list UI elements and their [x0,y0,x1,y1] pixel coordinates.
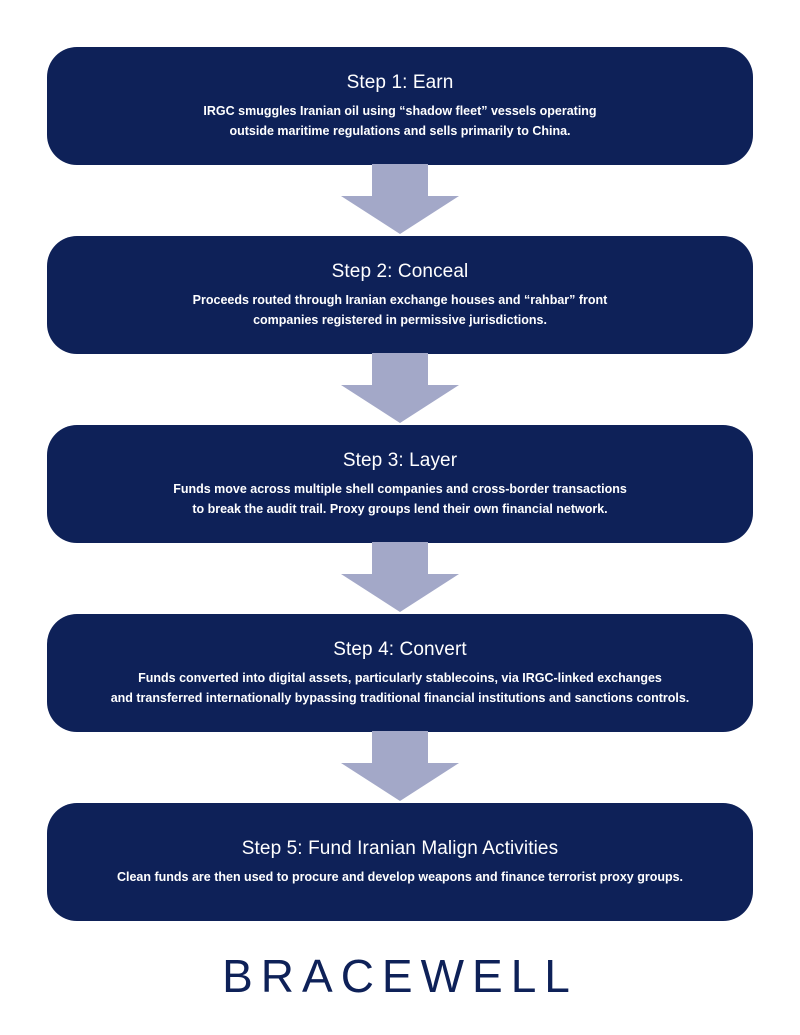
step-1-description: IRGC smuggles Iranian oil using “shadow … [203,104,597,138]
step-1-title: Step 1: Earn [346,72,454,93]
step-1-box: Step 1: Earn IRGC smuggles Iranian oil u… [47,47,753,165]
step-4-box: Step 4: Convert Funds converted into dig… [47,614,753,732]
step-4-description: Funds converted into digital assets, par… [110,671,690,705]
step-5-box: Step 5: Fund Iranian Malign Activities C… [47,803,753,921]
down-arrow-icon [341,164,459,234]
step-3-box: Step 3: Layer Funds move across multiple… [47,425,753,543]
down-arrow-icon [341,731,459,801]
step-3-description: Funds move across multiple shell compani… [173,482,627,516]
step-5-description: Clean funds are then used to procure and… [116,870,684,884]
down-arrow-icon [341,353,459,423]
down-arrow-icon [341,542,459,612]
step-5-title: Step 5: Fund Iranian Malign Activities [241,838,559,859]
step-3-title: Step 3: Layer [342,450,458,471]
step-4-title: Step 4: Convert [333,639,467,660]
bracewell-logo: BRACEWELL [222,950,578,1002]
step-2-title: Step 2: Conceal [331,261,469,282]
step-2-box: Step 2: Conceal Proceeds routed through … [47,236,753,354]
step-2-description: Proceeds routed through Iranian exchange… [192,293,608,327]
